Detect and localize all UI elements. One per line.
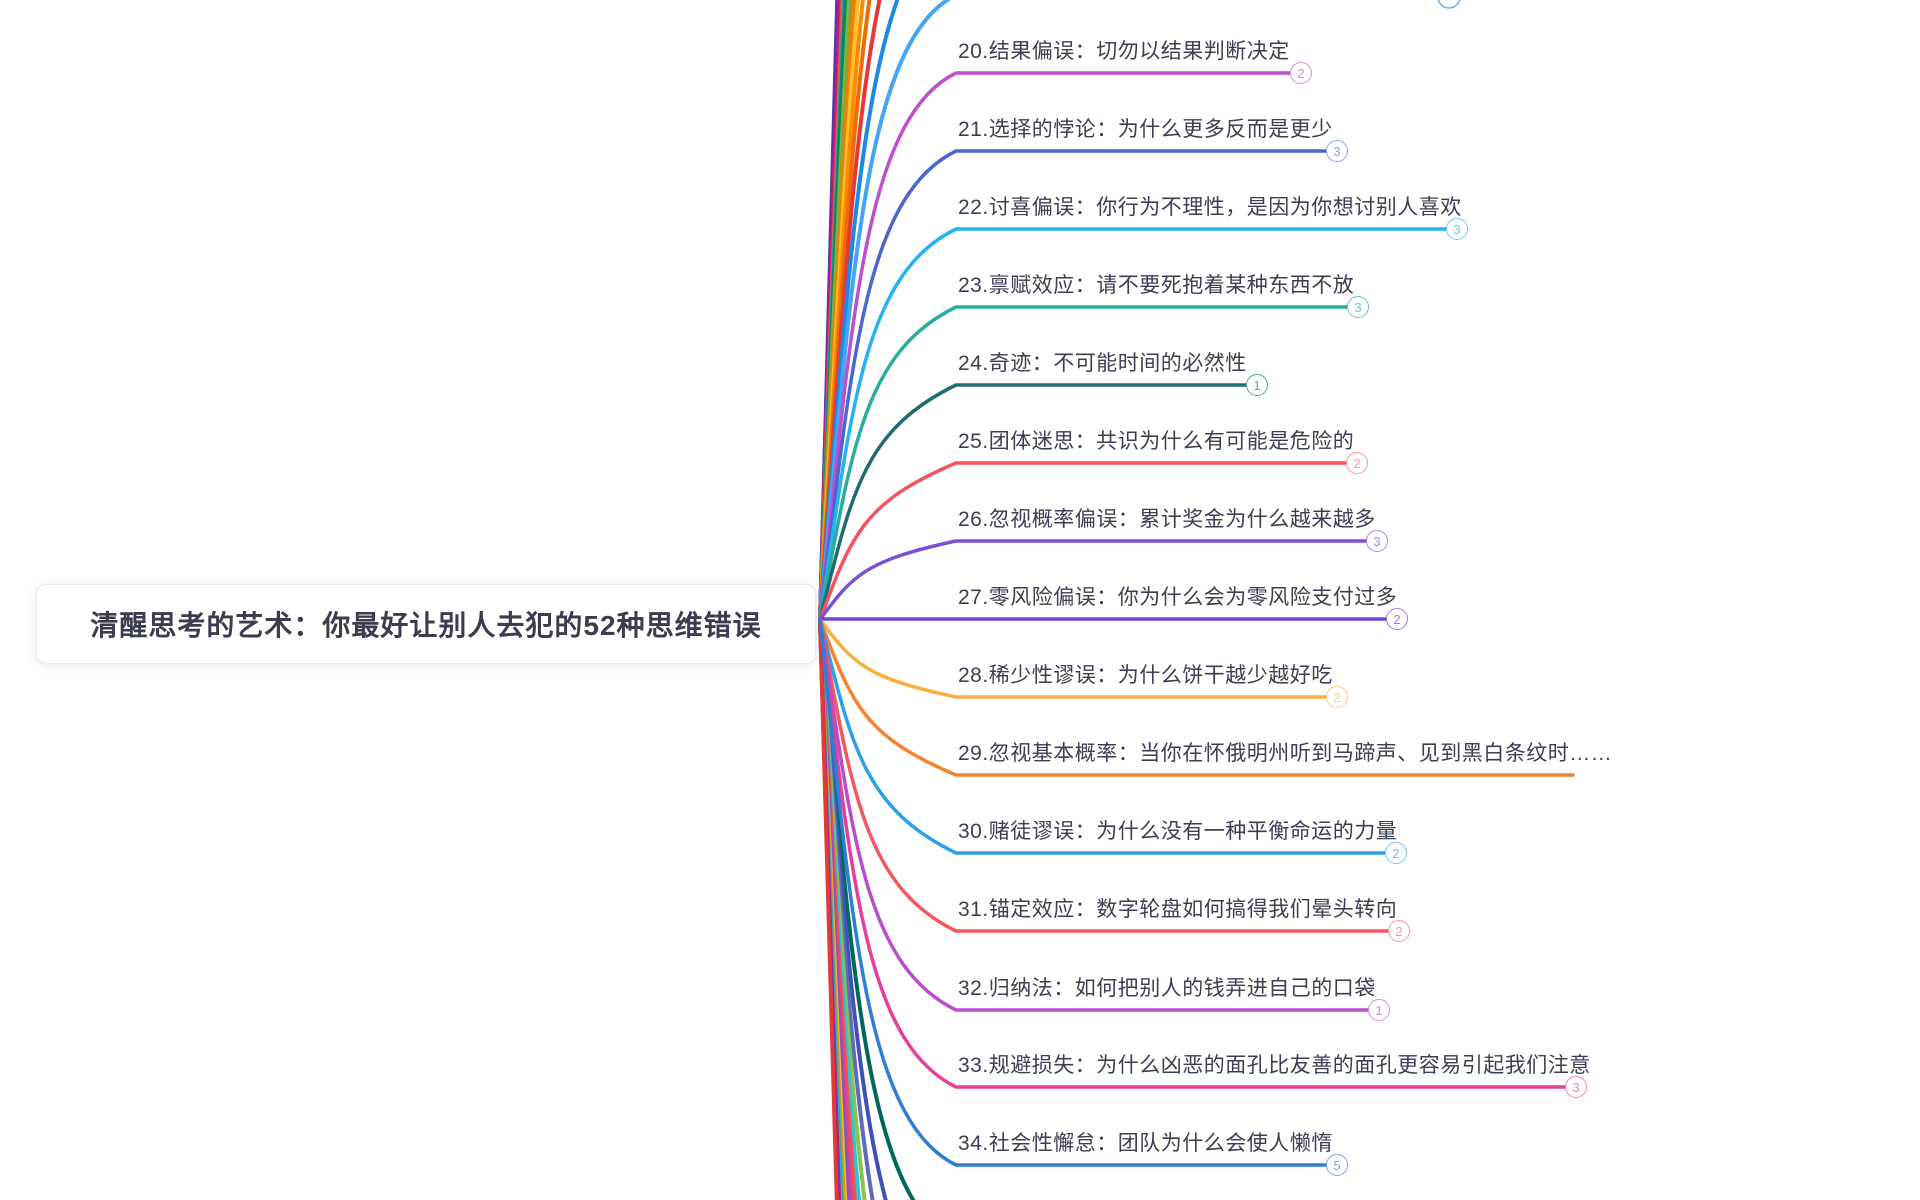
branch-line-31: [818, 617, 1390, 933]
root-node-title: 清醒思考的艺术：你最好让别人去犯的52种思维错误: [90, 610, 762, 641]
branch-label-32[interactable]: 32.归纳法：如何把别人的钱弄进自己的口袋: [958, 977, 1376, 1000]
branch-count-badge-20[interactable]: 2: [1290, 62, 1312, 84]
offscreen-branch-line-19: [818, 0, 952, 622]
branch-line-20: [818, 71, 1292, 622]
branch-count-badge-30[interactable]: 2: [1385, 842, 1407, 864]
branch-count-badge-31[interactable]: 2: [1388, 920, 1410, 942]
branch-label-27[interactable]: 27.零风险偏误：你为什么会为零风险支付过多: [958, 586, 1398, 609]
branch-label-30[interactable]: 30.赌徒谬误：为什么没有一种平衡命运的力量: [958, 820, 1398, 843]
branch-line-33: [818, 617, 1567, 1089]
branch-label-28[interactable]: 28.稀少性谬误：为什么饼干越少越好吃: [958, 664, 1333, 687]
offscreen-branch-line-52: [818, 617, 839, 1200]
branch-line-34: [818, 617, 1328, 1167]
branch-line-32: [818, 617, 1370, 1012]
branch-label-21[interactable]: 21.选择的悖论：为什么更多反而是更少: [958, 118, 1333, 141]
branch-line-22: [818, 227, 1448, 622]
branch-line-26: [818, 539, 1368, 622]
branch-label-31[interactable]: 31.锚定效应：数字轮盘如何搞得我们晕头转向: [958, 898, 1398, 921]
branch-label-34[interactable]: 34.社会性懈怠：团队为什么会使人懒惰: [958, 1132, 1333, 1155]
branch-count-badge-27[interactable]: 2: [1386, 608, 1408, 630]
root-node[interactable]: 清醒思考的艺术：你最好让别人去犯的52种思维错误: [36, 584, 816, 664]
branch-label-20[interactable]: 20.结果偏误：切勿以结果判断决定: [958, 40, 1290, 63]
branch-line-28: [818, 617, 1328, 699]
branch-line-25: [818, 461, 1348, 622]
branch-count-badge-32[interactable]: 1: [1368, 999, 1390, 1021]
branch-label-25[interactable]: 25.团体迷思：共识为什么有可能是危险的: [958, 430, 1355, 453]
branch-count-badge-23[interactable]: 3: [1347, 296, 1369, 318]
branch-count-badge-33[interactable]: 3: [1565, 1076, 1587, 1098]
branch-line-29: [818, 617, 1575, 777]
branch-count-badge-34[interactable]: 5: [1326, 1154, 1348, 1176]
branch-count-badge-22[interactable]: 3: [1446, 218, 1468, 240]
branch-count-badge-26[interactable]: 3: [1366, 530, 1388, 552]
branch-line-23: [818, 305, 1349, 622]
branch-label-33[interactable]: 33.规避损失：为什么凶恶的面孔比友善的面孔更容易引起我们注意: [958, 1054, 1591, 1077]
branch-label-29[interactable]: 29.忽视基本概率：当你在怀俄明州听到马蹄声、见到黑白条纹时……: [958, 742, 1613, 765]
branch-label-22[interactable]: 22.讨喜偏误：你行为不理性，是因为你想讨别人喜欢: [958, 196, 1462, 219]
branch-label-23[interactable]: 23.禀赋效应：请不要死抱着某种东西不放: [958, 274, 1355, 297]
top-partial-count-badge[interactable]: [1437, 0, 1461, 9]
branch-line-30: [818, 617, 1387, 855]
branch-line-24: [818, 383, 1248, 622]
branch-count-badge-28[interactable]: 2: [1326, 686, 1348, 708]
branch-count-badge-24[interactable]: 1: [1246, 374, 1268, 396]
branch-label-24[interactable]: 24.奇迹：不可能时间的必然性: [958, 352, 1247, 375]
branch-line-21: [818, 149, 1328, 622]
branch-label-26[interactable]: 26.忽视概率偏误：累计奖金为什么越来越多: [958, 508, 1376, 531]
branch-count-badge-21[interactable]: 3: [1326, 140, 1348, 162]
branch-count-badge-25[interactable]: 2: [1346, 452, 1368, 474]
